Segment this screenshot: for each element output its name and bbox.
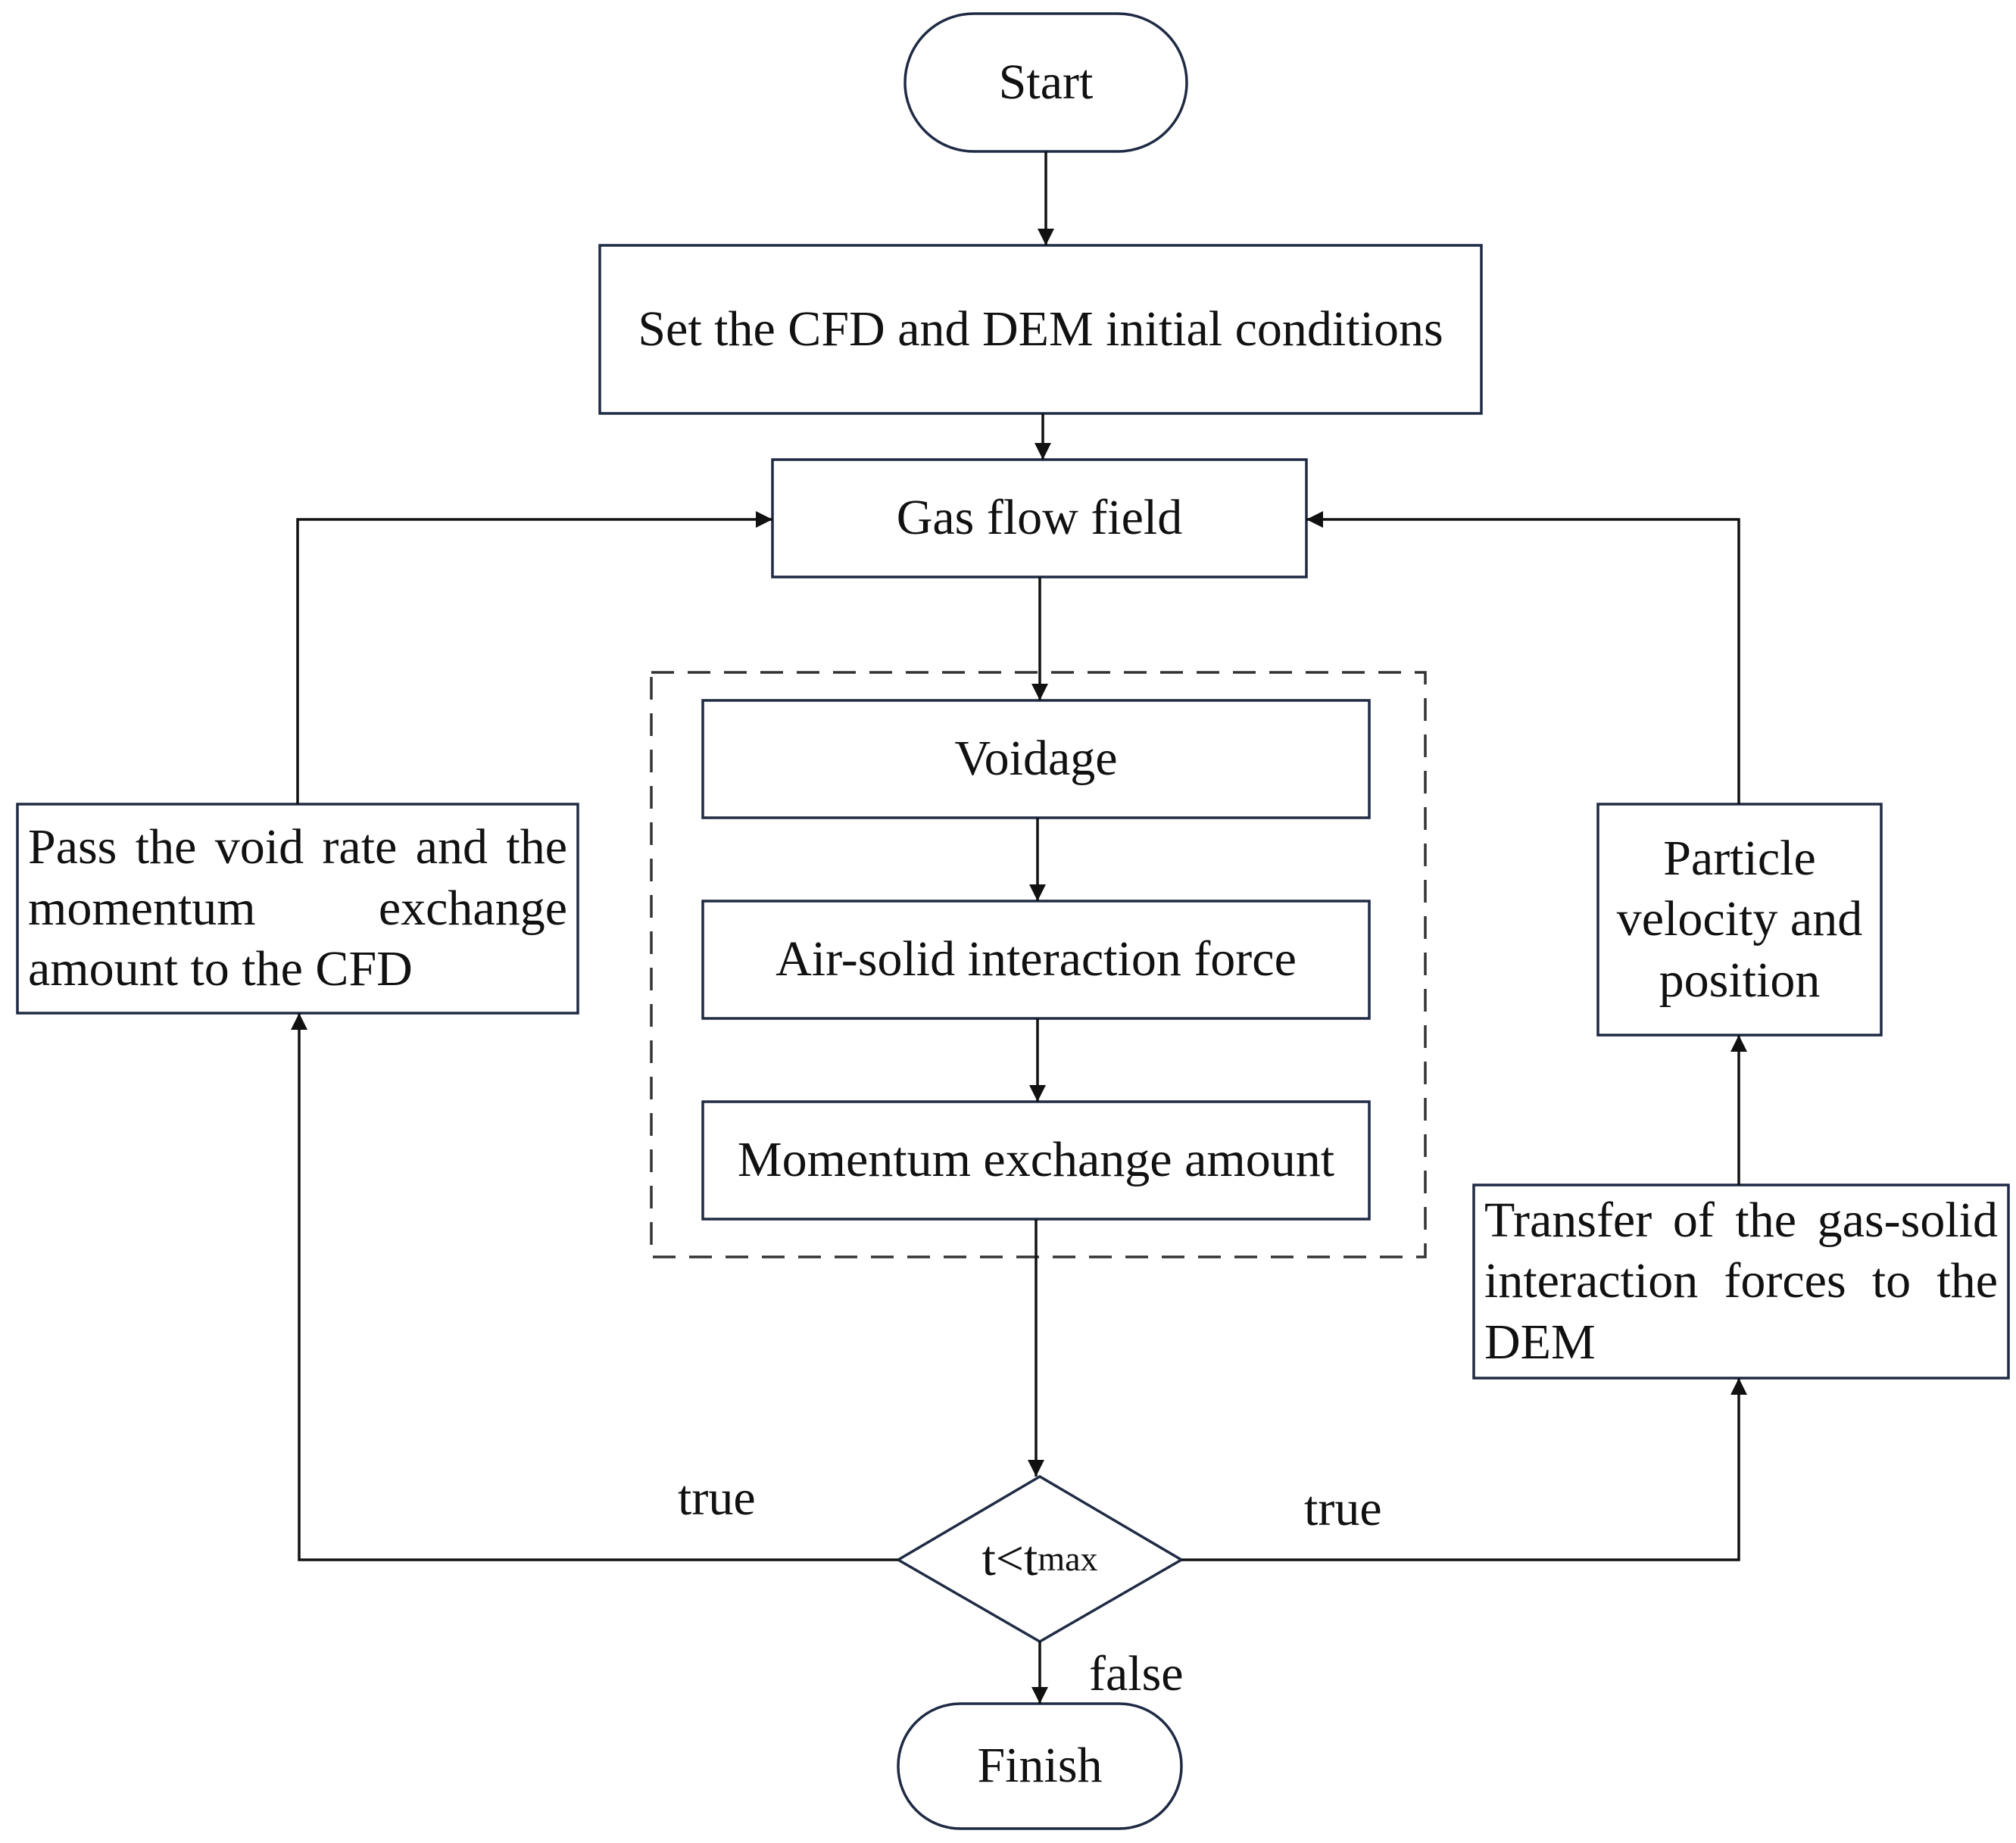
pass-void-process-box xyxy=(16,803,579,1015)
decision-label-main: t<t xyxy=(981,1530,1038,1586)
init-process-box xyxy=(598,244,1483,415)
transfer-process-box xyxy=(1472,1183,2010,1380)
voidage-label: Voidage xyxy=(954,731,1118,787)
air-solid-process-box xyxy=(701,900,1371,1020)
connector-decision-left-to-pass-void xyxy=(291,1013,898,1561)
connector-pass-void-to-gas xyxy=(296,511,772,804)
edge-label-false: false xyxy=(1089,1646,1184,1701)
decision-label-subscript: max xyxy=(1038,1539,1098,1578)
gas-flow-process-box xyxy=(771,458,1308,578)
gas-flow-label: Gas flow field xyxy=(896,490,1183,546)
particle-label-wrap: Particle velocity and position xyxy=(1598,804,1881,1035)
pass-void-label-wrap: Pass the void rate and the momentum exch… xyxy=(17,804,578,1013)
pass-void-label: Pass the void rate and the momentum exch… xyxy=(28,819,567,997)
connector-decision-right-to-transfer xyxy=(1181,1378,1747,1561)
transfer-label-wrap: Transfer of the gas-solid interaction fo… xyxy=(1474,1185,2008,1378)
air-solid-label: Air-solid interaction force xyxy=(776,931,1297,987)
voidage-process-box xyxy=(701,699,1371,819)
init-label: Set the CFD and DEM initial conditions xyxy=(638,301,1443,357)
start-label: Start xyxy=(998,54,1094,110)
transfer-label: Transfer of the gas-solid interaction fo… xyxy=(1484,1192,1998,1370)
coupling-dashed-group xyxy=(650,671,1427,1258)
momentum-process-box xyxy=(701,1100,1371,1221)
edge-label-true-left: true xyxy=(678,1470,756,1526)
momentum-label: Momentum exchange amount xyxy=(737,1132,1335,1188)
edge-label-true-right: true xyxy=(1304,1481,1382,1536)
connector-particle-to-gas xyxy=(1306,511,1740,804)
particle-label: Particle velocity and position xyxy=(1616,830,1863,1008)
finish-label: Finish xyxy=(977,1738,1103,1794)
